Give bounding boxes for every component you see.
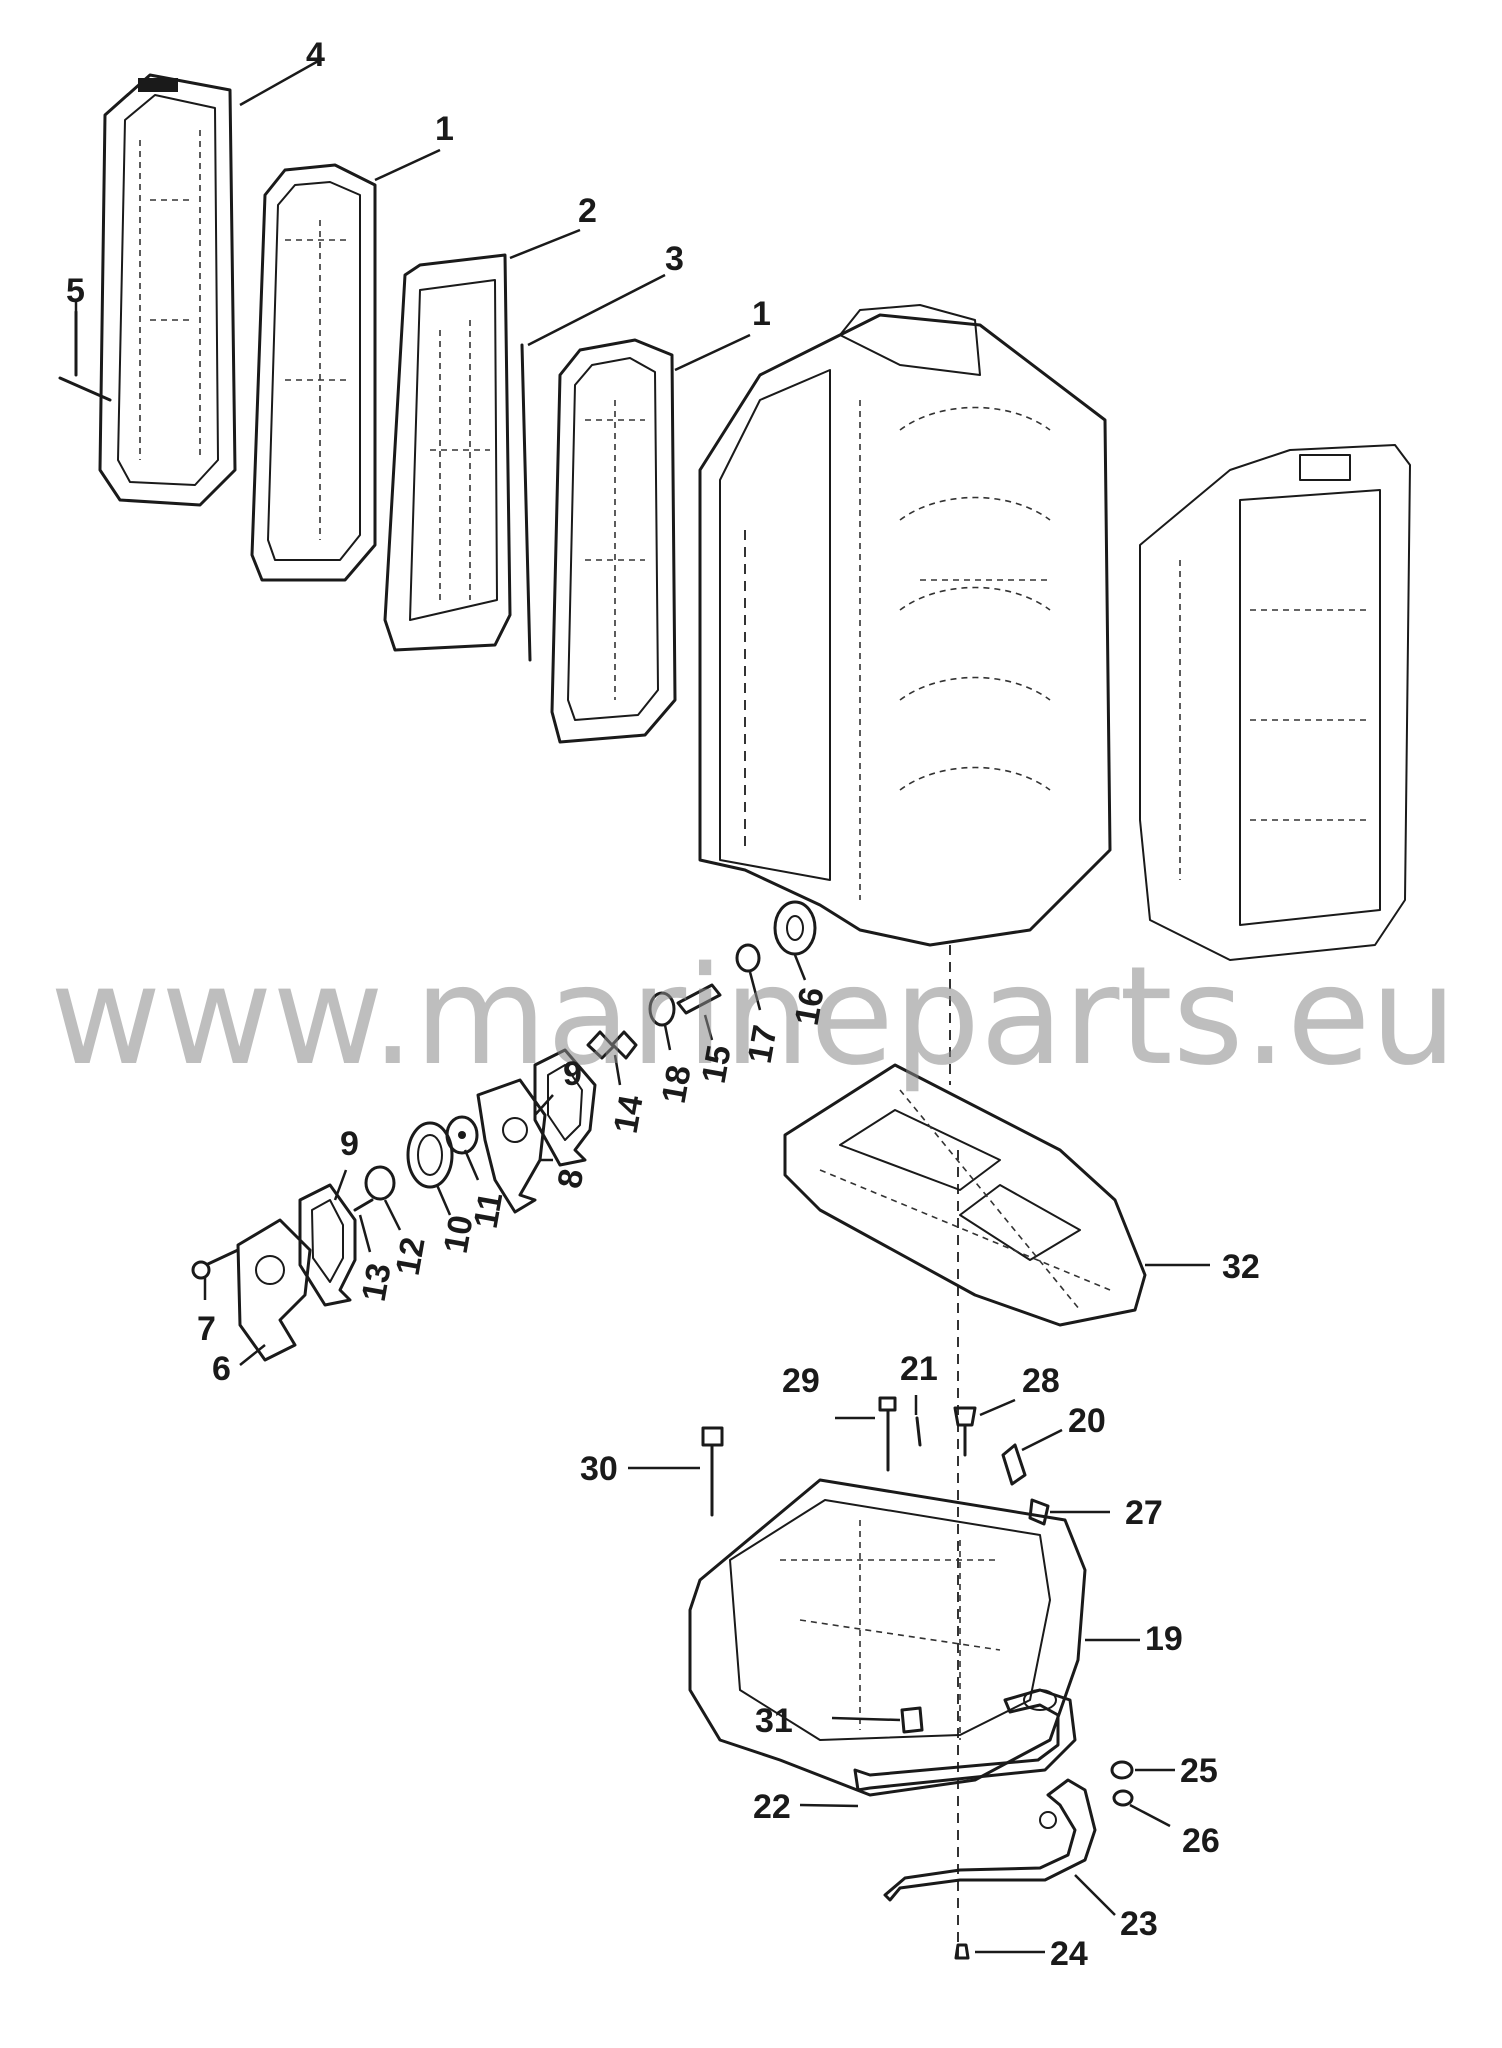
callout-13: 13 [355,1260,399,1304]
callout-1-upper: 1 [435,110,454,148]
part-7-screw [191,1248,240,1280]
part-29-bolt [878,1396,897,1472]
callout-6: 6 [212,1350,231,1388]
callout-14: 14 [607,1092,651,1136]
part-20-clip [1001,1443,1027,1486]
part-25-nut [1110,1760,1134,1780]
part-23-bracket [883,1778,1097,1902]
callout-8: 8 [551,1166,592,1191]
callout-21: 21 [900,1350,938,1388]
callout-23: 23 [1120,1905,1158,1943]
part-1-gasket-lower [550,338,677,744]
callout-26: 26 [1182,1822,1220,1860]
part-10-gear [406,1121,454,1189]
callout-4: 4 [306,36,325,74]
part-6-housing-cover [236,1218,312,1362]
part-8-housing [476,1078,547,1214]
assembly-centerlines [949,945,959,1960]
callout-29: 29 [782,1362,820,1400]
engine-block [698,304,1112,947]
callout-labels: 4 1 2 3 1 5 9 16 17 15 18 14 8 9 11 10 1… [66,36,1260,1973]
part-17-nut [735,943,761,973]
part-26-washer [1112,1789,1134,1807]
part-30-stud [701,1426,724,1517]
callout-9-upper: 9 [563,1055,582,1093]
callout-7: 7 [197,1310,216,1348]
part-3-seal-strip [520,343,532,662]
part-32-base-gasket [783,1063,1147,1327]
callout-25: 25 [1180,1752,1218,1790]
callout-3: 3 [665,240,684,278]
callout-9-lower: 9 [340,1125,359,1163]
part-22-bracket [853,1688,1077,1792]
part-1-gasket-upper [250,163,377,582]
callout-1-lower: 1 [752,295,771,333]
part-16-cap [773,900,817,956]
callout-16: 16 [788,984,832,1028]
callout-10: 10 [437,1212,481,1256]
crankcase-frame [1139,444,1411,961]
leader-lines [74,58,1210,1954]
callout-2: 2 [578,192,597,230]
callout-12: 12 [389,1234,433,1278]
part-21-pin [915,1416,922,1447]
callout-20: 20 [1068,1402,1106,1440]
part-24-screw [954,1943,970,1960]
part-14-spring [586,1030,638,1060]
callout-11: 11 [467,1189,511,1231]
part-11-washer [445,1115,479,1155]
part-5-rod [58,310,112,402]
watermark-text: www.marineparts.eu [50,938,1457,1096]
callout-19: 19 [1145,1620,1183,1658]
callout-30: 30 [580,1450,618,1488]
part-28-bolt [953,1406,977,1457]
callout-17: 17 [741,1022,785,1066]
callout-18: 18 [655,1062,699,1106]
part-31-plug [900,1706,924,1734]
callout-31: 31 [755,1702,793,1740]
callout-28: 28 [1022,1362,1060,1400]
part-4-cover-plate [98,73,237,507]
part-2-plate [383,253,512,652]
part-19-adapter-plate [688,1478,1087,1797]
part-9-gasket-upper [533,1048,597,1167]
callout-24: 24 [1050,1935,1088,1973]
part-12-washer [364,1165,396,1201]
callout-22: 22 [753,1788,791,1826]
callout-32: 32 [1222,1248,1260,1286]
callout-27: 27 [1125,1494,1163,1532]
part-9-gasket-lower [298,1183,357,1307]
callout-15: 15 [695,1042,739,1086]
part-13-screw [353,1198,374,1212]
part-27-fitting [1028,1498,1050,1526]
part-18-washer [648,991,676,1027]
part-15-fitting [676,983,722,1015]
callout-5: 5 [66,272,85,310]
